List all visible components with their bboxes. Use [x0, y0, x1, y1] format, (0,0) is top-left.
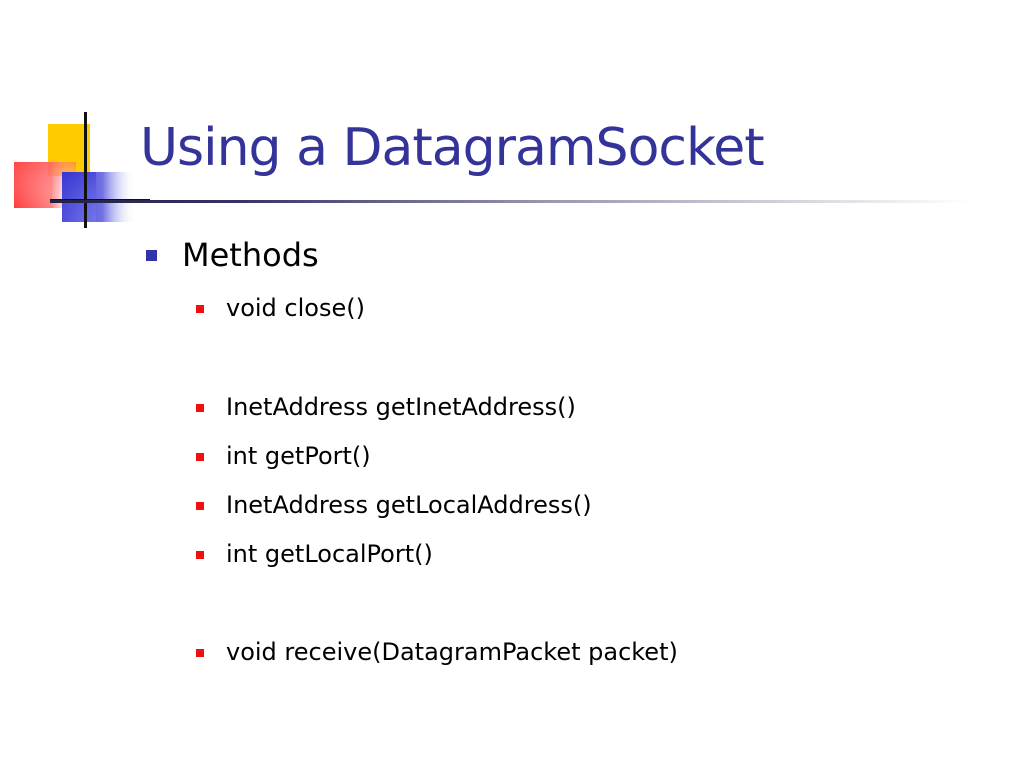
bullet-methods: Methods [146, 236, 319, 274]
bullet-text: Methods [182, 236, 319, 274]
bullet-get-local-port: int getLocalPort() [196, 540, 433, 568]
decorative-squares-graphic [14, 112, 150, 228]
bullet-get-local-address: InetAddress getLocalAddress() [196, 491, 592, 519]
vertical-rule [84, 112, 87, 228]
square-bullet-icon [196, 502, 204, 510]
bullet-text: void receive(DatagramPacket packet) [226, 638, 678, 666]
bullet-text: void close() [226, 294, 365, 322]
bullet-text: int getLocalPort() [226, 540, 433, 568]
bullet-text: InetAddress getLocalAddress() [226, 491, 592, 519]
square-bullet-icon [196, 551, 204, 559]
square-bullet-icon [196, 404, 204, 412]
bullet-text: InetAddress getInetAddress() [226, 393, 576, 421]
slide-title: Using a DatagramSocket [140, 118, 765, 178]
square-bullet-icon [146, 250, 157, 261]
square-bullet-icon [196, 649, 204, 657]
title-underline [50, 200, 970, 203]
bullet-text: int getPort() [226, 442, 371, 470]
bullet-get-inet-address: InetAddress getInetAddress() [196, 393, 576, 421]
title-decoration [0, 0, 150, 240]
bullet-close: void close() [196, 294, 365, 322]
bullet-get-port: int getPort() [196, 442, 371, 470]
square-bullet-icon [196, 305, 204, 313]
bullet-receive: void receive(DatagramPacket packet) [196, 638, 678, 666]
blue-square-shade [62, 172, 96, 222]
square-bullet-icon [196, 453, 204, 461]
